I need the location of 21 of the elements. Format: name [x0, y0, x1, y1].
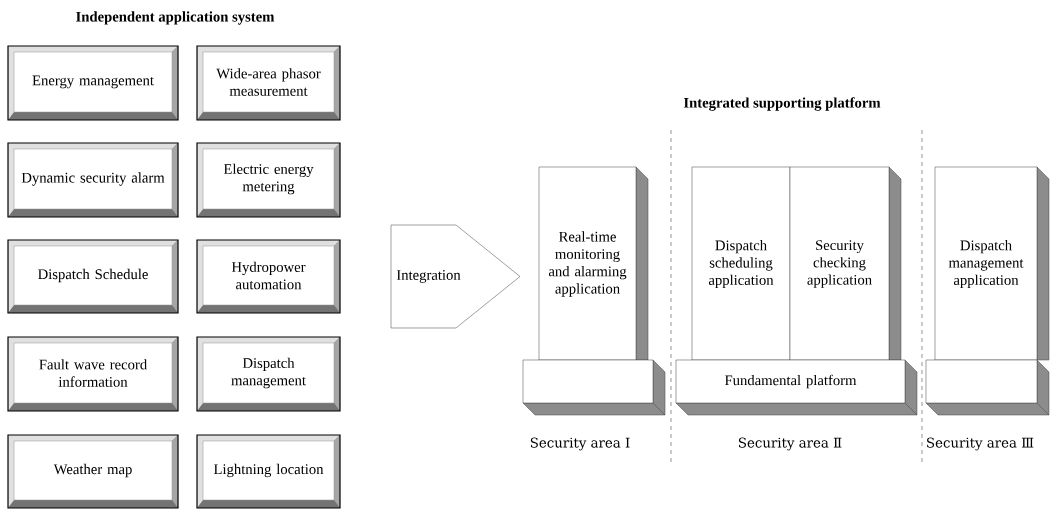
application-column: Security checking application [789, 166, 902, 361]
application-box: Dispatch management [196, 336, 341, 412]
application-box: Energy management [7, 45, 179, 121]
area-label: Security area Ⅲ [927, 437, 1034, 451]
application-box: Hydropower automation [196, 239, 341, 314]
area-label: Security area Ⅱ [738, 437, 842, 451]
platform-box [925, 359, 1050, 416]
application-box: Fault wave record information [7, 336, 179, 412]
heading: Integrated supporting platform [683, 97, 881, 111]
application-box: Dispatch Schedule [7, 239, 179, 314]
application-box: Electric energy metering [196, 142, 341, 218]
heading: Independent application system [76, 11, 275, 25]
application-box: Dynamic security alarm [7, 142, 179, 218]
application-box: Lightning location [196, 434, 341, 509]
application-box: Wide-area phasor measurement [196, 45, 341, 121]
platform-box [522, 359, 666, 416]
application-column: Real-time monitoring and alarming application [538, 166, 649, 361]
area-label: Security area Ⅰ [530, 437, 630, 451]
application-column: Dispatch management application [934, 166, 1050, 361]
platform-box: Fundamental platform [675, 359, 918, 416]
application-box: Weather map [7, 434, 179, 509]
